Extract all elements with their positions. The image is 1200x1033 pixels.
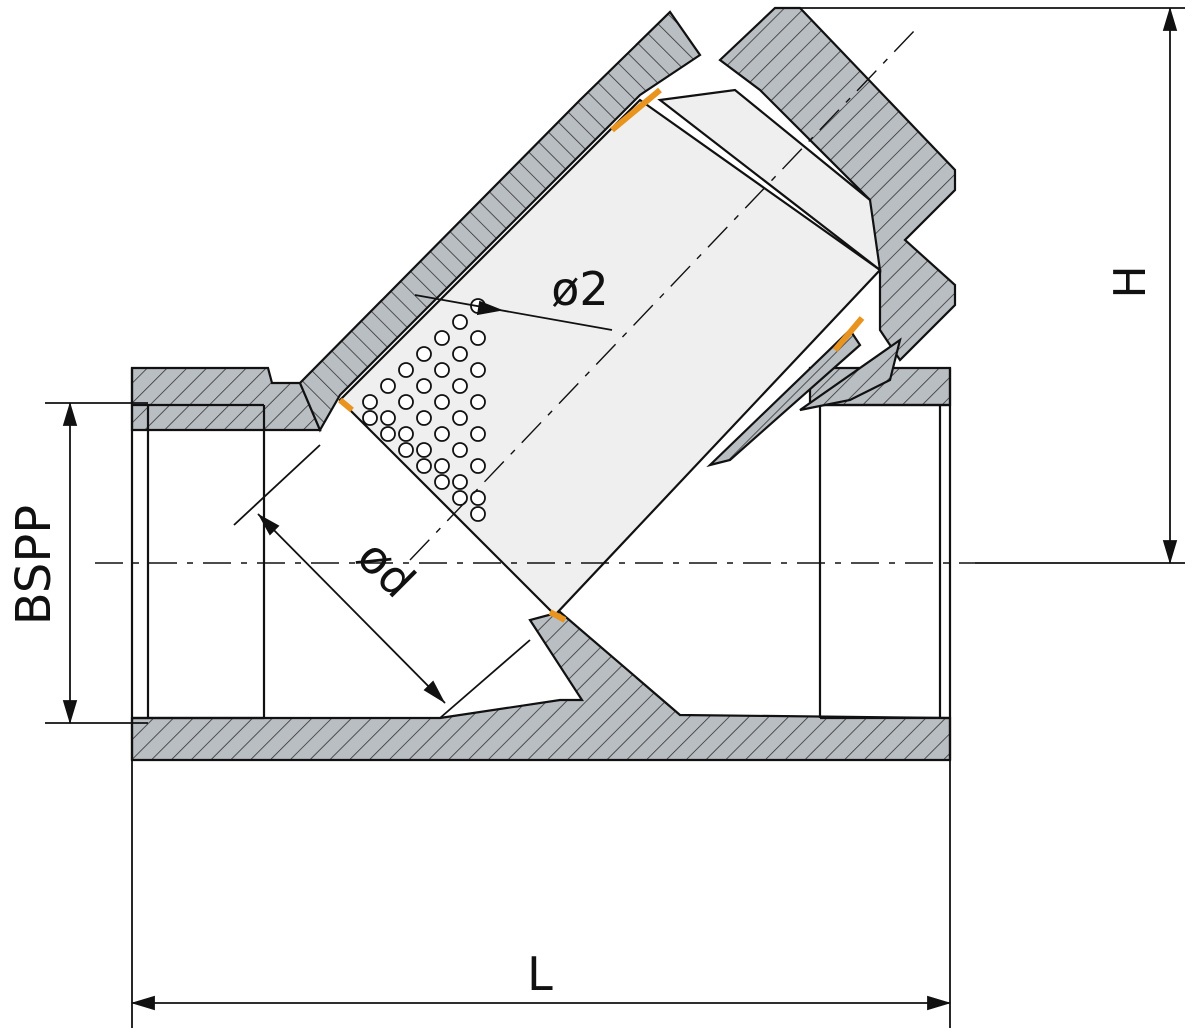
perforation-hole	[470, 506, 486, 522]
dim-label-od: ød	[347, 529, 426, 608]
perforation-hole	[416, 346, 432, 362]
bottom-wall	[130, 610, 952, 762]
perforation-hole	[398, 426, 414, 442]
center-lines	[95, 29, 975, 564]
perforation-hole	[470, 458, 486, 474]
perforation-hole	[398, 442, 414, 458]
housing-axis	[409, 29, 916, 561]
perforation-hole	[434, 330, 450, 346]
perforation-hole	[380, 410, 396, 426]
perforation-hole	[434, 474, 450, 490]
perforation-hole	[434, 394, 450, 410]
dimensions	[45, 6, 1185, 1028]
cap-plug	[657, 88, 882, 273]
gasket-bottom	[832, 316, 865, 352]
perforation-hole	[380, 378, 396, 394]
perforation-hole	[452, 442, 468, 458]
dim-label-bspp: BSPP	[6, 505, 62, 625]
perforation-hole	[398, 362, 414, 378]
housing-wall-left	[298, 10, 702, 433]
dim-label-h: H	[1105, 265, 1156, 298]
housing-wall-right	[799, 337, 902, 412]
body-pipe	[130, 366, 952, 762]
dim-label-o2: ø2	[551, 262, 608, 316]
web-diagonal	[706, 328, 862, 468]
dim-label-l: L	[527, 947, 553, 1001]
gasket-low	[548, 609, 567, 623]
perforation-hole	[452, 346, 468, 362]
perforation-hole	[416, 458, 432, 474]
perforation-hole	[470, 426, 486, 442]
strainer-housing	[298, 6, 957, 468]
perforation-hole	[434, 458, 450, 474]
gasket-left	[338, 397, 354, 413]
screen-perforations	[362, 298, 486, 522]
perforation-hole	[362, 410, 378, 426]
perforation-hole	[398, 394, 414, 410]
screen-cylinder	[338, 87, 882, 623]
perforation-hole	[452, 410, 468, 426]
perforation-hole	[470, 490, 486, 506]
perforation-hole	[452, 474, 468, 490]
perforation-hole	[470, 394, 486, 410]
perforation-hole	[452, 314, 468, 330]
perforation-hole	[452, 378, 468, 394]
perforation-hole	[452, 490, 468, 506]
perforation-hole	[470, 330, 486, 346]
gasket-top	[610, 87, 662, 133]
perforation-hole	[380, 426, 396, 442]
perforation-hole	[362, 394, 378, 410]
perforation-hole	[416, 442, 432, 458]
top-wall-left	[130, 366, 322, 432]
perforation-hole	[416, 378, 432, 394]
perforation-hole	[434, 362, 450, 378]
perforation-hole	[470, 362, 486, 378]
perforation-hole	[416, 410, 432, 426]
perforation-hole	[434, 426, 450, 442]
